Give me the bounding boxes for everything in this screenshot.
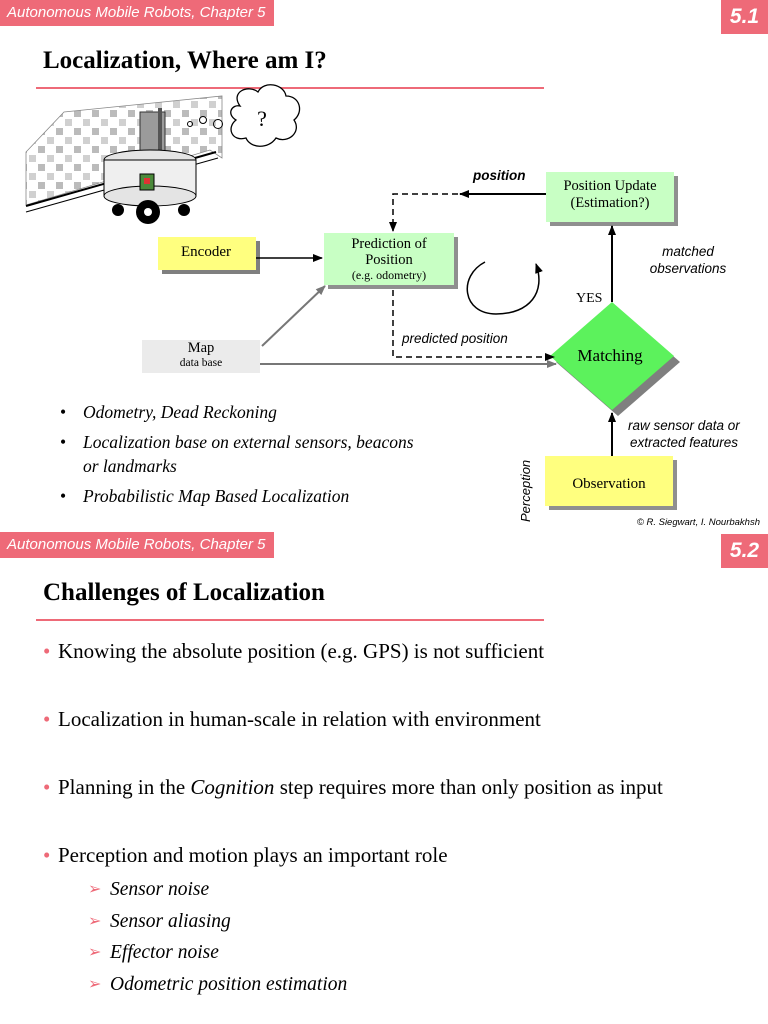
sub-bullet: Sensor aliasing xyxy=(88,906,763,938)
raw-sensor-label-1: raw sensor data or xyxy=(628,418,740,433)
slide2-bullet: Knowing the absolute position (e.g. GPS)… xyxy=(43,636,763,704)
observation-box xyxy=(545,456,673,506)
position-label: position xyxy=(472,168,526,183)
prediction-sub-label: (e.g. odometry) xyxy=(352,268,426,282)
slide1-bullet: Probabilistic Map Based Localization xyxy=(60,484,420,508)
matching-diamond xyxy=(550,302,674,410)
map-to-prediction-arrow xyxy=(261,285,326,347)
slide2-bullet: Localization in human-scale in relation … xyxy=(43,704,763,772)
prediction-box xyxy=(324,233,454,285)
cognition-emphasis: Cognition xyxy=(190,775,275,799)
slide-title: Localization, Where am I? xyxy=(43,47,327,74)
bullet-text: Perception and motion plays an important… xyxy=(58,843,448,867)
position-update-label-1: Position Update xyxy=(563,178,656,194)
position-update-label-2: (Estimation?) xyxy=(571,195,650,211)
sub-bullet: Sensor noise xyxy=(88,874,763,906)
slide2-bullet: Planning in the Cognition step requires … xyxy=(43,772,763,840)
bullet-text: step requires more than only position as… xyxy=(274,775,663,799)
position-feedback-arrow xyxy=(389,193,458,232)
slide1-bullet: Odometry, Dead Reckoning xyxy=(60,400,420,424)
prediction-label-2: Position xyxy=(365,252,413,268)
title-rule xyxy=(36,619,544,621)
slide2-bullet-list: Knowing the absolute position (e.g. GPS)… xyxy=(43,636,763,1000)
slide2-bullet: Perception and motion plays an important… xyxy=(43,840,763,1000)
bullet-text: Planning in the xyxy=(58,775,191,799)
matched-observations-label-1: matched xyxy=(662,244,714,259)
chapter-tag: Autonomous Mobile Robots, Chapter 5 xyxy=(0,532,275,558)
chapter-tag: Autonomous Mobile Robots, Chapter 5 xyxy=(0,0,275,26)
map-label: Map xyxy=(188,340,215,356)
slide-number: 5.2 xyxy=(721,534,768,568)
matching-label: Matching xyxy=(577,346,643,365)
yes-label: YES xyxy=(576,291,602,306)
perception-label: Perception xyxy=(518,460,533,522)
cycle-arrow xyxy=(466,261,543,315)
sub-bullet: Odometric position estimation xyxy=(88,969,763,1001)
slide1-bullet: Localization base on external sensors, b… xyxy=(60,430,420,478)
map-sub-label: data base xyxy=(180,357,222,369)
predicted-position-label: predicted position xyxy=(401,331,508,346)
sub-bullet: Effector noise xyxy=(88,937,763,969)
copyright-label: © R. Siegwart, I. Nourbakhsh xyxy=(637,517,760,528)
map-box xyxy=(142,340,260,373)
matched-observations-label-2: observations xyxy=(650,261,727,276)
observation-label: Observation xyxy=(572,476,646,492)
sub-bullet-list: Sensor noise Sensor aliasing Effector no… xyxy=(58,874,763,1000)
thought-bubble: ? xyxy=(230,84,301,147)
prediction-label-1: Prediction of xyxy=(351,236,426,252)
localization-diagram: ? Encoder Prediction of Position (e.g. o… xyxy=(25,84,760,528)
robot-illustration xyxy=(25,95,223,224)
encoder-box xyxy=(158,237,256,270)
slide-number: 5.1 xyxy=(721,0,768,34)
raw-sensor-label-2: extracted features xyxy=(630,435,738,450)
position-update-box xyxy=(546,172,674,222)
title-rule xyxy=(36,87,544,89)
question-mark: ? xyxy=(257,106,267,131)
slide1-bullet-list: Odometry, Dead Reckoning Localization ba… xyxy=(60,400,420,514)
predicted-position-arrow xyxy=(392,290,555,361)
slide-title: Challenges of Localization xyxy=(43,579,325,606)
encoder-label: Encoder xyxy=(181,244,231,260)
